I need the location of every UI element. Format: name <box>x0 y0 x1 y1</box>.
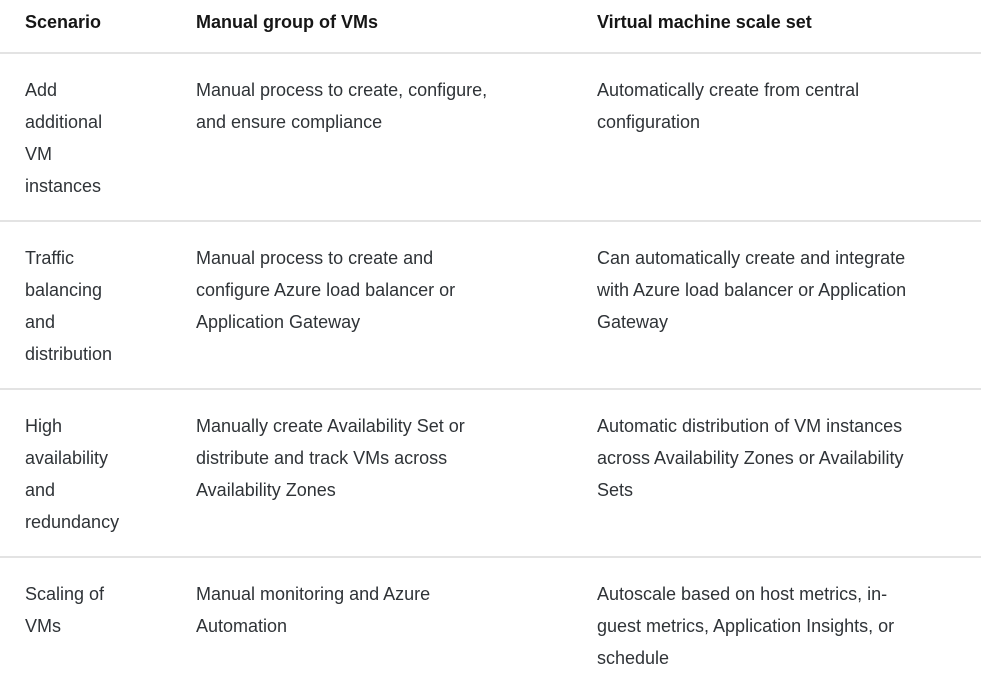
cell-scenario: Add additional VM instances <box>0 53 171 222</box>
cell-scale-set: Autoscale based on host metrics, in-gues… <box>572 557 981 675</box>
cell-manual-group: Manual monitoring and Azure Automation <box>171 557 572 675</box>
table-header-row: Scenario Manual group of VMs Virtual mac… <box>0 0 981 54</box>
cell-scenario: High availability and redundancy <box>0 389 171 558</box>
column-header-scenario: Scenario <box>0 0 171 54</box>
cell-scale-set: Automatically create from central config… <box>572 53 981 222</box>
cell-scale-set: Can automatically create and integrate w… <box>572 221 981 390</box>
table-row: Add additional VM instances Manual proce… <box>0 53 981 222</box>
cell-manual-group: Manual process to create and configure A… <box>171 221 572 390</box>
table-row: Traffic balancing and distribution Manua… <box>0 221 981 390</box>
cell-manual-group: Manually create Availability Set or dist… <box>171 389 572 558</box>
cell-manual-group: Manual process to create, configure, and… <box>171 53 572 222</box>
cell-scale-set: Automatic distribution of VM instances a… <box>572 389 981 558</box>
column-header-manual-group: Manual group of VMs <box>171 0 572 54</box>
cell-scenario: Traffic balancing and distribution <box>0 221 171 390</box>
table-row: Scaling of VMs Manual monitoring and Azu… <box>0 557 981 675</box>
table-row: High availability and redundancy Manuall… <box>0 389 981 558</box>
column-header-scale-set: Virtual machine scale set <box>572 0 981 54</box>
cell-scenario: Scaling of VMs <box>0 557 171 675</box>
